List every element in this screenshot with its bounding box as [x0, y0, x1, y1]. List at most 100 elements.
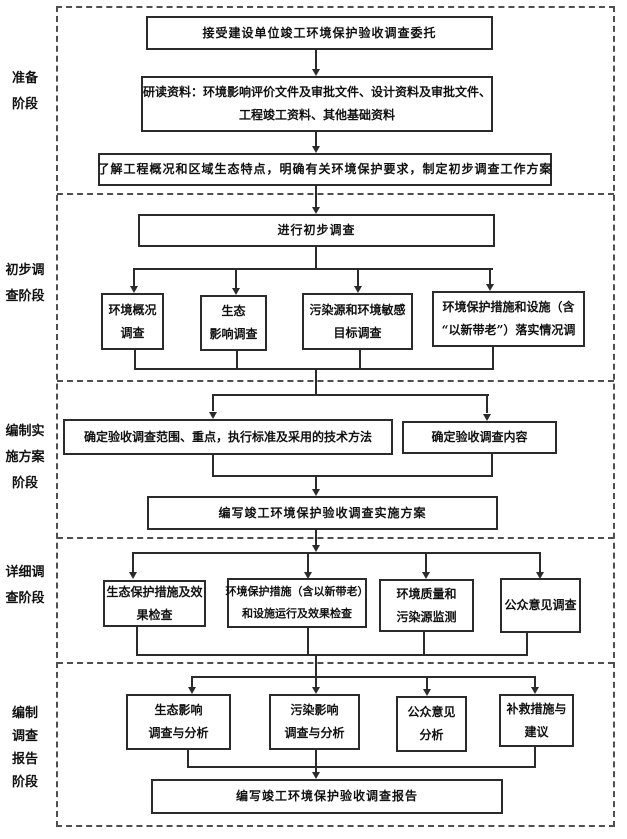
arrowhead-down	[423, 689, 431, 696]
stage-label-line: 阶段	[11, 775, 38, 790]
node-accept-commission: 接受建设单位竣工环境保护验收调查委托	[146, 16, 493, 50]
arrowhead-down	[130, 286, 138, 293]
node-write-report: 编写竣工环境保护验收调查报告	[151, 779, 503, 814]
connector-line	[212, 394, 214, 411]
arrowhead-down	[312, 772, 320, 779]
connector-line	[534, 676, 536, 687]
connector-line	[539, 552, 541, 572]
node-text: 生态影响	[154, 703, 203, 717]
node-text: 补救措施与	[506, 701, 567, 716]
connector-line	[133, 268, 135, 286]
node-pollution-impact-analysis: 污染影响 调查与分析	[269, 694, 360, 750]
connector-line	[526, 633, 528, 656]
node-text: 影响调查	[209, 327, 258, 341]
connector-line	[136, 627, 138, 656]
arrowhead-down	[312, 687, 320, 694]
node-text: 编写竣工环境保护验收调查报告	[235, 789, 418, 803]
node-text: 工程竣工资料、其他基础资料	[238, 108, 395, 122]
arrowhead-down	[188, 687, 196, 694]
node-text: 果检查	[136, 607, 173, 622]
connector-line	[315, 50, 317, 69]
node-text: 环境质量和	[396, 586, 457, 601]
stage-label-line: 阶段	[11, 476, 38, 491]
arrowhead-down	[312, 207, 320, 214]
arrowhead-down	[312, 545, 320, 552]
node-text: 确定验收调查内容	[431, 430, 528, 444]
node-text: 进行初步调查	[277, 223, 356, 237]
arrowhead-down	[129, 572, 137, 579]
node-quality-monitoring: 环境质量和 污染源监测	[379, 579, 474, 632]
connector-line	[315, 186, 317, 207]
stage-label-preliminary-survey: 初步调 查阶段	[0, 258, 50, 310]
connector-line	[359, 350, 361, 370]
node-text: 调查与分析	[284, 726, 345, 740]
arrowhead-down	[483, 414, 491, 421]
node-text: 编写竣工环境保护验收调查实施方案	[218, 505, 427, 520]
connector-line	[236, 351, 238, 370]
connector-line	[486, 394, 488, 413]
stage-divider-1	[57, 193, 614, 195]
node-text: 生态	[221, 304, 246, 318]
arrowhead-down	[422, 572, 430, 579]
stage-divider-2	[57, 380, 614, 382]
stage-label-line: 初步调	[5, 263, 45, 278]
node-public-opinion-survey: 公众意见调查	[500, 578, 581, 633]
node-text: 生态保护措施及效	[106, 584, 203, 599]
connector-line	[134, 350, 136, 370]
stage-label-line: 报告	[11, 752, 38, 767]
connector-line	[191, 676, 193, 687]
connector-line	[315, 368, 317, 395]
connector-line	[212, 455, 214, 477]
stage-label-report-writing: 编制 调查 报告 阶段	[0, 702, 50, 794]
connector-line	[132, 552, 134, 572]
stage-label-line: 准备	[11, 71, 38, 86]
connector-line	[235, 268, 237, 288]
node-text: 目标调查	[333, 325, 382, 340]
connector-line	[132, 552, 540, 554]
arrowhead-down	[304, 572, 312, 579]
stage-label-line: 阶段	[11, 97, 38, 112]
node-text: 环境保护措施（含以新带老）	[225, 585, 369, 598]
connector-line	[133, 268, 493, 270]
stage-label-line: 施方案	[5, 450, 45, 465]
node-text: 公众意见	[407, 705, 456, 719]
node-write-plan: 编写竣工环境保护验收调查实施方案	[147, 496, 498, 530]
arrowhead-down	[232, 288, 240, 295]
stage-divider-4	[57, 662, 614, 664]
connector-line	[212, 475, 493, 477]
arrowhead-down	[531, 687, 539, 694]
stage-divider-3	[57, 537, 614, 539]
connector-line	[492, 347, 494, 370]
stage-label-detailed-survey: 详细调 查阶段	[0, 560, 50, 612]
node-study-materials: 研读资料：环境影响评价文件及审批文件、设计资料及审批文件、 工程竣工资料、其他基…	[141, 76, 493, 132]
node-text: 分析	[419, 728, 444, 742]
node-preliminary-survey: 进行初步调查	[138, 214, 495, 247]
connector-line	[315, 475, 317, 489]
connector-line	[534, 747, 536, 768]
connector-line	[357, 268, 359, 286]
arrowhead-down	[312, 146, 320, 153]
stage-label-line: 详细调	[5, 565, 45, 580]
connector-line	[426, 676, 428, 689]
node-text: 了解工程概况和区域生态特点，明确有关环境保护要求，制定初步调查工作方案	[97, 162, 553, 176]
node-remedial-suggestions: 补救措施与 建议	[499, 694, 574, 747]
node-text: 确定验收调查范围、重点，执行标准及采用的技术方法	[83, 429, 372, 444]
stage-label-preparation: 准备 阶段	[0, 66, 50, 118]
arrowhead-down	[486, 284, 494, 291]
node-env-overview: 环境概况 调查	[101, 293, 164, 350]
node-text: 污染源监测	[396, 609, 457, 624]
node-text: 环境保护措施和设施（含	[442, 300, 575, 314]
node-text: 接受建设单位竣工环境保护验收调查委托	[202, 25, 437, 40]
connector-line	[315, 530, 317, 546]
connector-line	[187, 766, 536, 768]
connector-line	[423, 632, 425, 656]
node-eco-impact-survey: 生态 影响调查	[200, 295, 267, 351]
stage-label-line: 查阶段	[5, 591, 45, 606]
arrowhead-down	[536, 572, 544, 579]
stage-label-line: 调查	[11, 729, 38, 744]
arrowhead-down	[312, 489, 320, 496]
connector-line	[315, 750, 317, 772]
node-define-content: 确定验收调查内容	[402, 421, 557, 454]
node-text: “以新带老”）落实情况调	[441, 323, 576, 337]
